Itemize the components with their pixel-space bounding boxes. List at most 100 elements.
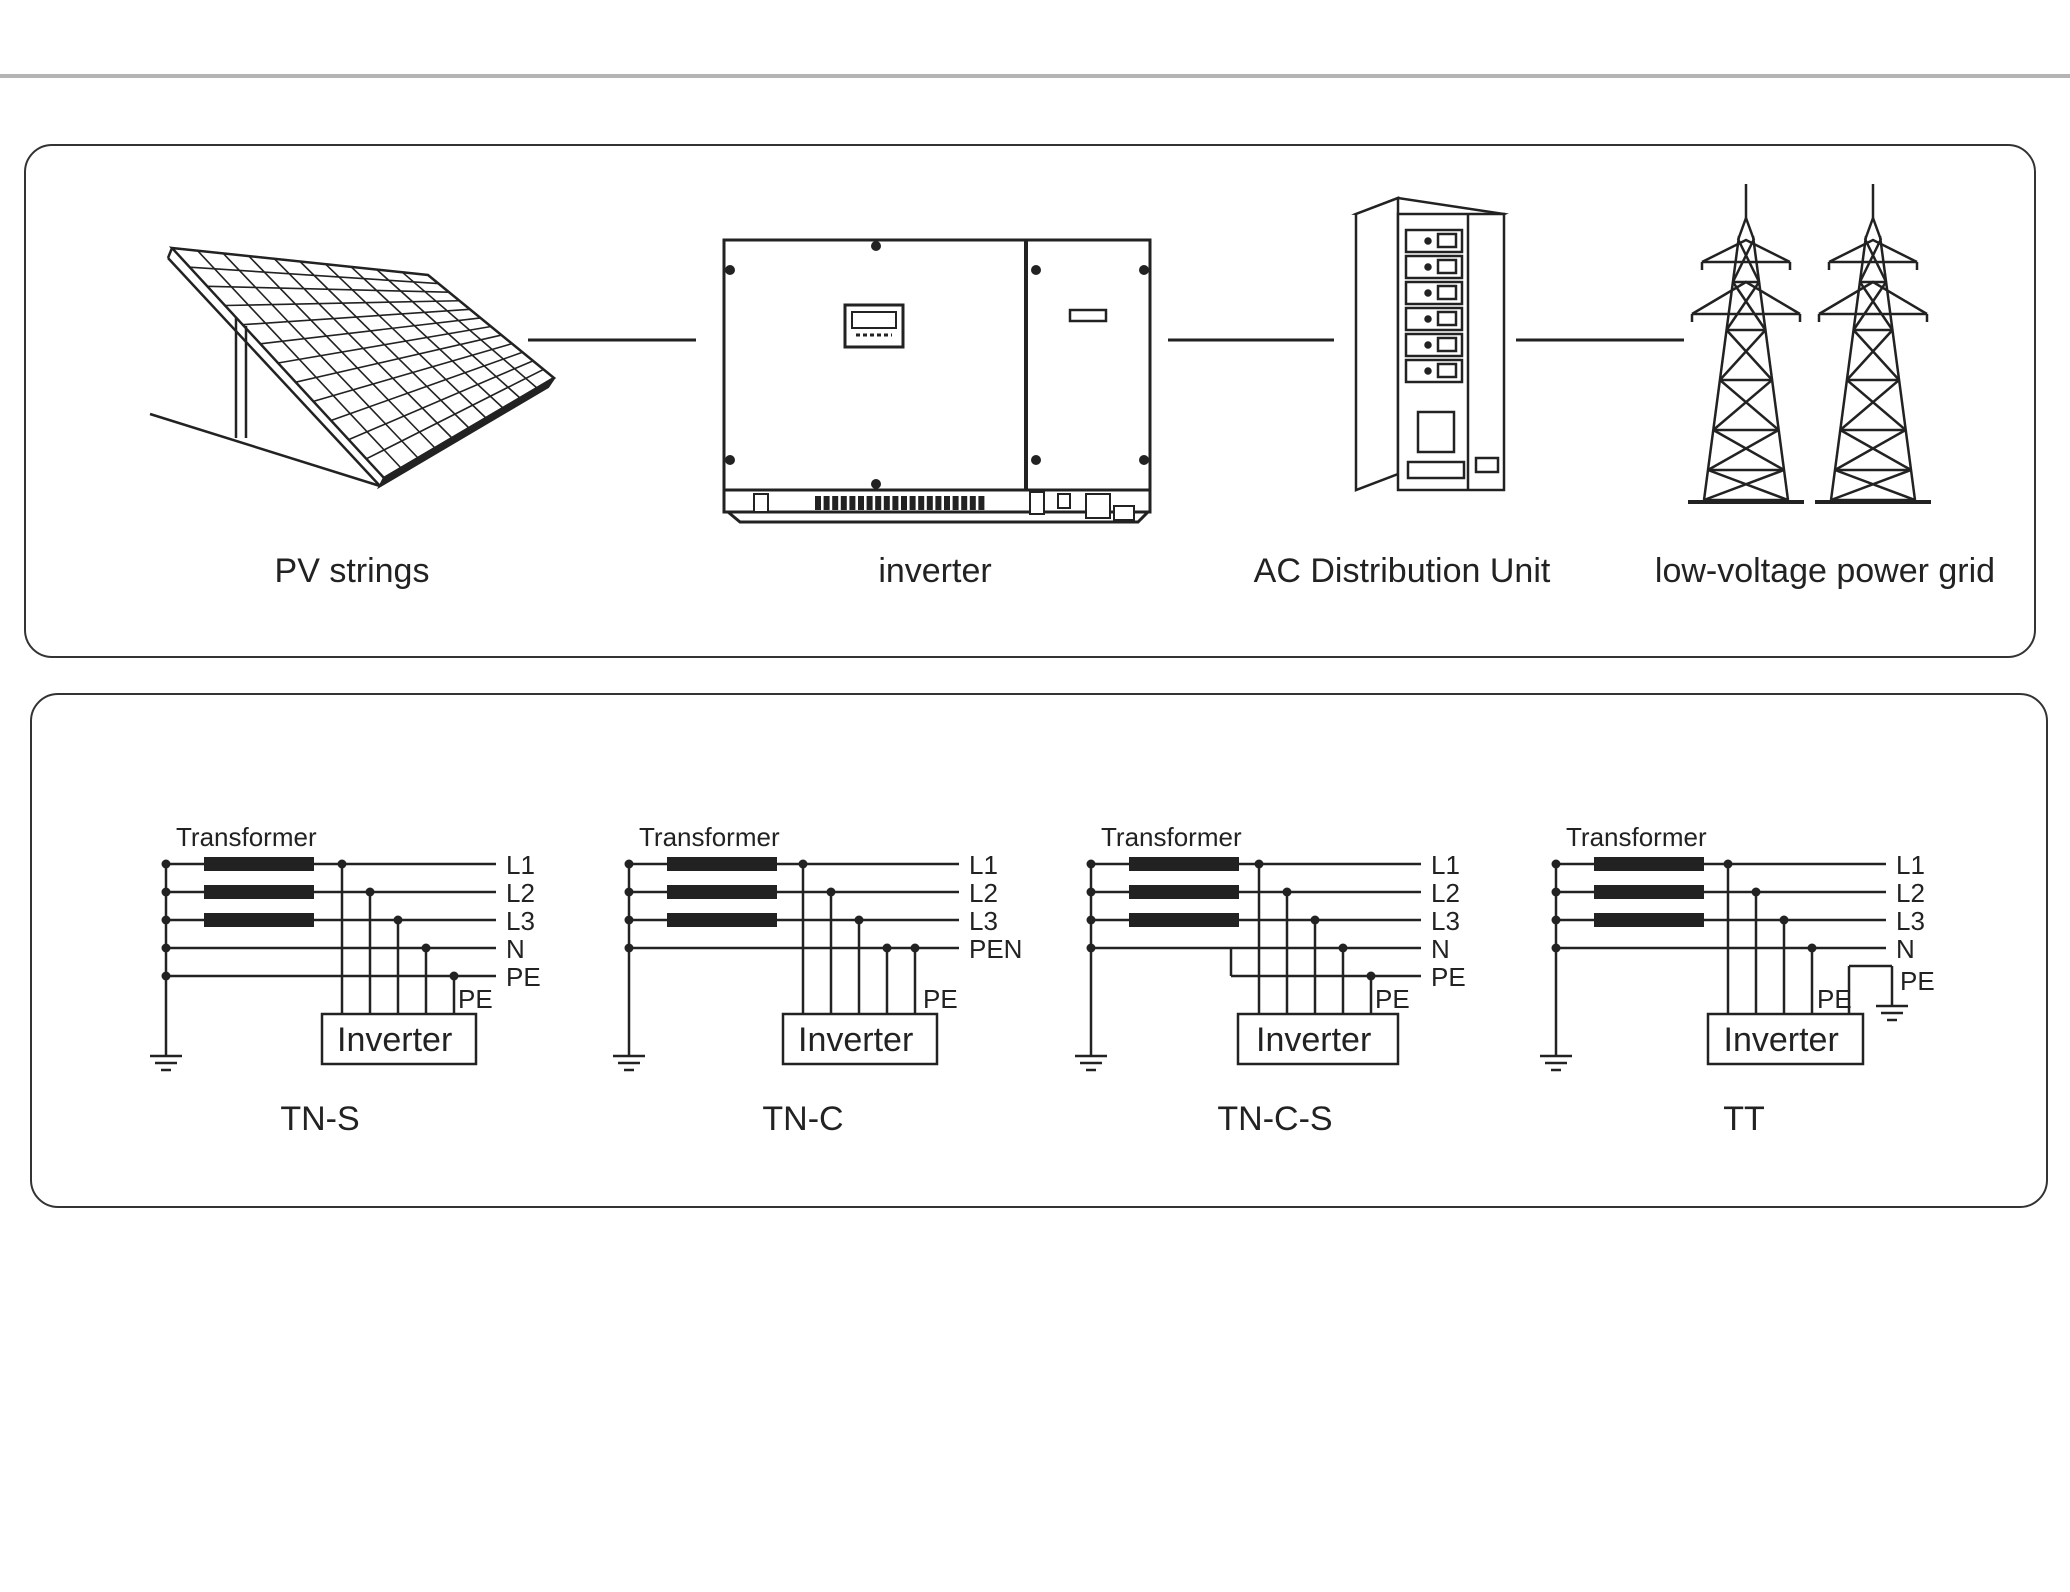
junction-dot [1551,943,1561,953]
label-tn-c-s: TN-C-S [1217,1100,1333,1138]
inverter-terminal [823,496,830,510]
junction-dot [365,887,375,897]
acdu-indicator [1424,315,1432,323]
transformer-label: Transformer [1101,822,1242,852]
junction-dot [393,915,403,925]
junction-dot [337,859,347,869]
acdu-indicator [1424,341,1432,349]
ground-icon [1876,998,1908,1022]
junction-dot [161,915,171,925]
acdu-indicator [1424,289,1432,297]
ac-distribution-unit-icon [1351,196,1509,492]
label-low-voltage-power-grid: low-voltage power grid [1654,552,1996,590]
inverter-terminal [918,496,925,510]
junction-dot [1254,859,1264,869]
inverter-terminal [944,496,950,510]
transformer-label: Transformer [1566,822,1707,852]
junction-dot [624,915,634,925]
inverter-terminal [866,496,873,510]
inverter-label: Inverter [1256,1021,1371,1059]
inverter-box [781,1012,939,1066]
label-neutral: PEN [969,934,1022,964]
junction-dot [449,971,459,981]
acdu-breaker [1436,258,1458,275]
junction-dot [1310,915,1320,925]
junction-dot [161,859,171,869]
junction-dot [1551,887,1561,897]
pv-panel-icon [149,246,557,490]
junction-dot [1086,887,1096,897]
label-pe-inverter: PE [923,984,958,1014]
junction-dot [854,915,864,925]
junction-dot [1086,859,1096,869]
ground-icon [1075,1048,1107,1072]
junction-dot [1551,859,1561,869]
label-l3: L3 [969,906,998,936]
label-l2: L2 [1431,878,1460,908]
label-l3: L3 [1431,906,1460,936]
inverter-terminal [961,496,968,510]
top-rule [0,74,2070,78]
inverter-terminal [901,496,907,510]
label-pe-inverter: PE [458,984,493,1014]
label-pe: PE [1900,966,1935,996]
inverter-terminal [815,496,821,510]
inverter-terminal [926,496,933,510]
label-neutral: N [1431,934,1450,964]
inverter-label: Inverter [337,1021,452,1059]
label-inverter: inverter [878,552,992,590]
acdu-breaker [1436,284,1458,301]
inverter-terminal [875,496,882,510]
inverter-label: Inverter [798,1021,913,1059]
system-overview-panel [24,144,2036,658]
junction-dot [1751,887,1761,897]
inverter-label: Inverter [1724,1021,1839,1059]
label-tn-s: TN-S [280,1100,360,1138]
inverter-terminal [849,496,856,510]
junction-dot [1807,943,1817,953]
inverter-terminal [909,496,916,510]
junction-dot [826,887,836,897]
junction-dot [1086,943,1096,953]
inverter-icon [722,238,1152,524]
label-pe: PE [506,962,541,992]
transformer-label: Transformer [176,822,317,852]
acdu-breaker [1436,310,1458,327]
label-ac-distribution-unit: AC Distribution Unit [1253,552,1551,590]
label-tt: TT [1723,1100,1765,1138]
junction-dot [624,887,634,897]
label-pv-strings: PV strings [274,552,430,590]
inverter-box [1706,1012,1865,1066]
junction-dot [1086,915,1096,925]
label-l1: L1 [1431,850,1460,880]
junction-dot [421,943,431,953]
inverter-box [1236,1012,1400,1066]
junction-dot [624,943,634,953]
junction-dot [1779,915,1789,925]
inverter-terminal [883,496,890,510]
label-l1: L1 [506,850,535,880]
label-pe-inverter: PE [1817,984,1852,1014]
junction-dot [1366,971,1376,981]
label-l1: L1 [1896,850,1925,880]
inverter-terminal [858,496,864,510]
inverter-terminal [952,496,959,510]
inverter-terminal [892,496,899,510]
label-pe-inverter: PE [1375,984,1410,1014]
label-l2: L2 [969,878,998,908]
junction-dot [161,943,171,953]
junction-dot [1723,859,1733,869]
label-l3: L3 [506,906,535,936]
power-grid-towers-icon [1688,184,1931,504]
ground-icon [613,1048,645,1072]
acdu-breaker [1436,362,1458,379]
label-l3: L3 [1896,906,1925,936]
inverter-terminal [969,496,976,510]
junction-dot [1551,915,1561,925]
